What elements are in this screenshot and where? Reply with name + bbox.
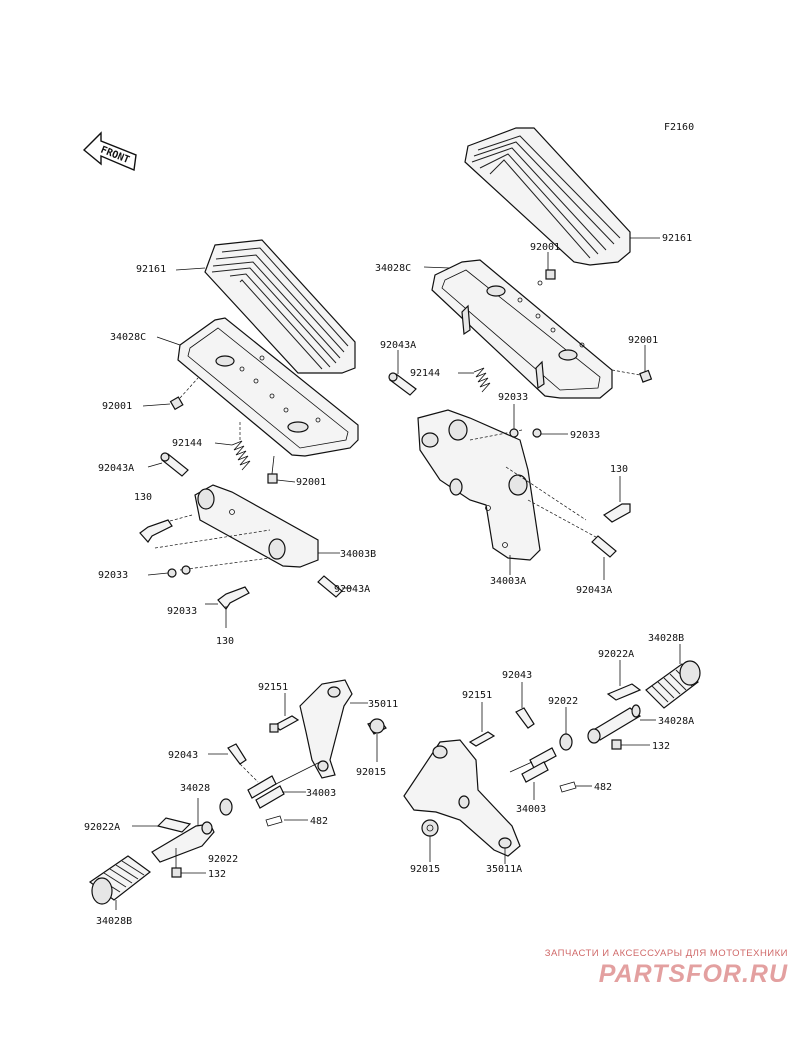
label-bl-482: 482 xyxy=(310,816,328,827)
label-br-35011a: 35011A xyxy=(486,864,522,875)
label-br-92022: 92022 xyxy=(548,696,578,707)
label-left-130-a: 130 xyxy=(134,492,152,503)
bl-footpeg-34028 xyxy=(151,821,215,863)
left-bolt-130-b xyxy=(217,586,250,610)
label-bl-34003: 34003 xyxy=(306,788,336,799)
right-bolt-92001-a xyxy=(545,269,556,280)
label-right-92144: 92144 xyxy=(410,368,440,379)
label-left-92001-a: 92001 xyxy=(102,401,132,412)
label-br-34003: 34003 xyxy=(516,804,546,815)
bl-pivot-34003 xyxy=(247,761,321,809)
label-br-92022a: 92022A xyxy=(598,649,634,660)
right-frame-bracket-34003a xyxy=(417,409,541,561)
label-br-482: 482 xyxy=(594,782,612,793)
bl-collar-92015 xyxy=(367,718,387,735)
label-right-34028c: 34028C xyxy=(375,263,411,274)
br-footpeg-34028a xyxy=(587,704,642,744)
left-pin-92043a-b xyxy=(317,575,343,598)
bl-cotter-482 xyxy=(265,815,283,827)
right-bolt-92001-b xyxy=(639,369,653,383)
left-pivot-34003b xyxy=(194,484,319,568)
label-br-34028a: 34028A xyxy=(658,716,694,727)
left-pin-92043a-a xyxy=(160,452,189,477)
bl-washer xyxy=(219,798,233,816)
watermark-tagline: ЗАПЧАСТИ И АКСЕССУАРЫ ДЛЯ МОТОТЕХНИКИ xyxy=(544,948,788,959)
label-right-92161: 92161 xyxy=(662,233,692,244)
label-br-92043: 92043 xyxy=(502,670,532,681)
label-bl-34028b: 34028B xyxy=(96,916,132,927)
left-spring-92144 xyxy=(231,440,251,471)
left-bolt-92001-a xyxy=(169,396,184,411)
right-pin-92043a-a xyxy=(388,372,417,396)
label-left-92043a-b: 92043A xyxy=(334,584,370,595)
label-bl-34028: 34028 xyxy=(180,783,210,794)
right-washer-92033-b xyxy=(532,428,542,438)
label-left-92033-a: 92033 xyxy=(98,570,128,581)
bl-bolt-132 xyxy=(171,867,182,878)
br-bolt-92151 xyxy=(468,731,496,747)
left-bolt-130-a xyxy=(139,519,173,543)
bl-link-92022a xyxy=(156,817,192,833)
right-washer-92033-a xyxy=(509,428,519,438)
label-right-34003a: 34003A xyxy=(490,576,526,587)
label-left-92144: 92144 xyxy=(172,438,202,449)
label-bl-92022a: 92022A xyxy=(84,822,120,833)
bl-bracket-35011 xyxy=(299,679,353,779)
label-right-92043a-a: 92043A xyxy=(380,340,416,351)
right-floorboard-mat xyxy=(464,127,631,266)
right-floorboard-bracket xyxy=(431,259,613,399)
br-washer-92022 xyxy=(559,733,573,751)
left-floorboard-mat xyxy=(204,239,356,374)
watermark-brand: PARTSFOR.RU xyxy=(598,960,788,988)
br-pin-92043 xyxy=(515,707,535,729)
left-washer-92033-a xyxy=(167,565,191,578)
label-left-92043a-a: 92043A xyxy=(98,463,134,474)
label-left-92161: 92161 xyxy=(136,264,166,275)
figure-code: F2160 xyxy=(664,122,694,133)
label-right-92001-b: 92001 xyxy=(628,335,658,346)
label-left-92001-b: 92001 xyxy=(296,477,326,488)
label-right-92043a-b: 92043A xyxy=(576,585,612,596)
label-bl-132: 132 xyxy=(208,869,226,880)
label-bl-92015: 92015 xyxy=(356,767,386,778)
bl-pin-92043 xyxy=(227,743,247,765)
right-bolt-130 xyxy=(602,503,631,523)
label-left-130-b: 130 xyxy=(216,636,234,647)
part-labels: 92161 34028C 92001 92144 92043A 92001 13… xyxy=(84,233,694,927)
label-right-92033-b: 92033 xyxy=(570,430,600,441)
watermark: ЗАПЧАСТИ И АКСЕССУАРЫ ДЛЯ МОТОТЕХНИКИ PA… xyxy=(488,948,788,989)
br-link-92022a xyxy=(606,683,642,701)
front-arrow-icon: FRONT xyxy=(82,131,137,172)
br-cotter-482 xyxy=(559,781,577,793)
right-pin-92043a-b xyxy=(591,535,617,558)
br-collar-92015 xyxy=(421,819,439,837)
bl-bolt-92151 xyxy=(269,715,300,733)
label-br-34028b: 34028B xyxy=(648,633,684,644)
label-br-132: 132 xyxy=(652,741,670,752)
label-left-92033-b: 92033 xyxy=(167,606,197,617)
label-bl-92022: 92022 xyxy=(208,854,238,865)
label-left-34003b: 34003B xyxy=(340,549,376,560)
bl-footpeg-rubber-34028b xyxy=(88,855,151,905)
br-pivot-34003 xyxy=(509,747,557,783)
label-right-92033-a: 92033 xyxy=(498,392,528,403)
label-bl-92151: 92151 xyxy=(258,682,288,693)
label-left-34028c: 34028C xyxy=(110,332,146,343)
label-right-130: 130 xyxy=(610,464,628,475)
label-right-92001-a: 92001 xyxy=(530,242,560,253)
right-spring-92144 xyxy=(473,367,491,393)
label-bl-35011: 35011 xyxy=(368,699,398,710)
br-bracket-35011a xyxy=(403,739,521,857)
label-br-92151: 92151 xyxy=(462,690,492,701)
label-bl-92043: 92043 xyxy=(168,750,198,761)
br-bolt-132 xyxy=(611,739,622,750)
left-bolt-92001-b xyxy=(267,455,278,484)
br-footpeg-rubber-34028b xyxy=(645,660,701,709)
left-floorboard-bracket xyxy=(177,317,359,457)
label-br-92015: 92015 xyxy=(410,864,440,875)
